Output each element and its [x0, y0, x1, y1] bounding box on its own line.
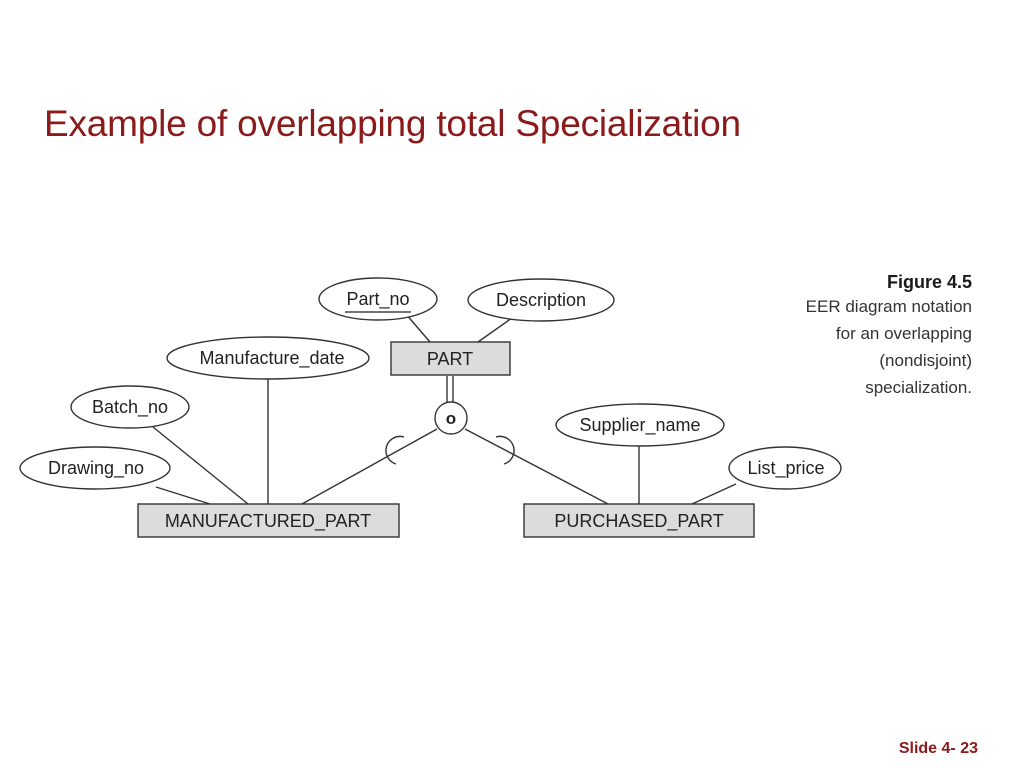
figure-label: Figure 4.5 [886, 272, 972, 292]
attribute-batch-no-oval [70, 385, 190, 429]
connector-part-description [477, 317, 513, 343]
attribute-manufacture-date-label: Manufacture_date [199, 348, 344, 369]
attribute-drawing-no-label: Drawing_no [48, 458, 144, 479]
entity-part-box [390, 341, 511, 376]
attribute-batch-no-label: Batch_no [92, 397, 168, 418]
specialization-line-manufactured [301, 428, 438, 505]
entity-purchased-part-box [523, 503, 755, 538]
figure-description: EER diagram notation for an overlapping … [805, 297, 972, 397]
specialization-circle [434, 401, 468, 435]
figure-caption: Figure 4.5 EER diagram notation for an o… [742, 271, 972, 401]
connector-manufactured-drawing-no [155, 486, 211, 505]
entity-manufactured-part-label: MANUFACTURED_PART [165, 511, 371, 532]
subset-symbol-purchased [495, 435, 515, 465]
specialization-symbol: o [446, 409, 456, 428]
attribute-part-no-label: Part_no [346, 289, 409, 310]
entity-part-label: PART [427, 349, 473, 369]
connector-part-part-no [404, 312, 431, 343]
attribute-manufacture-date-oval [166, 336, 370, 380]
subset-symbol-manufactured [385, 435, 405, 465]
attribute-list-price-label: List_price [747, 458, 824, 479]
slide-number: Slide 4- 23 [898, 740, 978, 757]
connector-purchased-list-price [691, 483, 737, 505]
attribute-description-oval [467, 278, 615, 322]
connector-manufactured-batch-no [152, 426, 249, 505]
attribute-supplier-name-label: Supplier_name [579, 415, 700, 436]
attribute-drawing-no-oval [19, 446, 171, 490]
specialization-line-purchased [464, 428, 609, 505]
entity-manufactured-part-box [137, 503, 400, 538]
attribute-part-no-oval [318, 277, 438, 321]
attribute-description-label: Description [496, 290, 586, 310]
attribute-list-price-oval [728, 446, 842, 490]
slide-title: Example of overlapping total Specializat… [44, 103, 741, 144]
entity-purchased-part-label: PURCHASED_PART [554, 511, 723, 532]
attribute-supplier-name-oval [555, 403, 725, 447]
